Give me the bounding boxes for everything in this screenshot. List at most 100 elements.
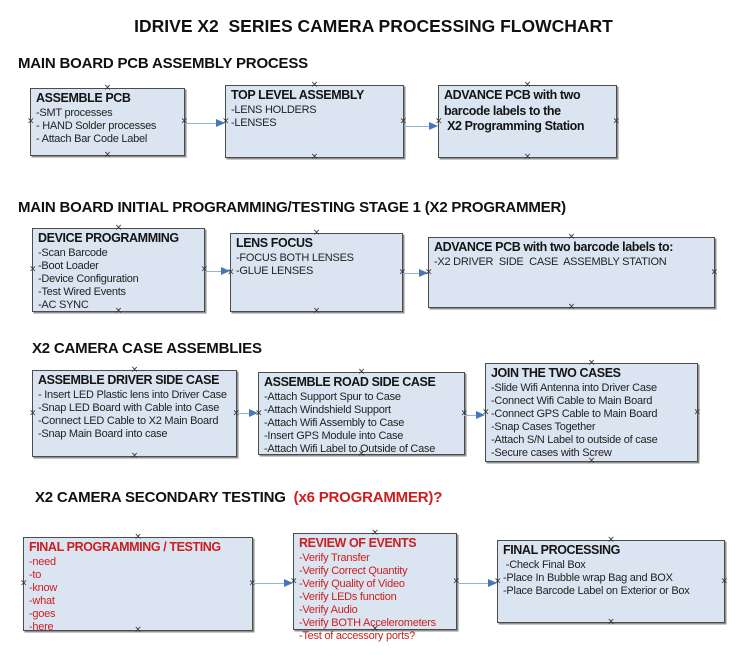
box-item: -X2 DRIVER SIDE CASE ASSEMBLY STATION [434,256,667,268]
box-item: -goes [29,608,56,620]
box-item: -Scan Barcode [38,247,108,259]
box-item: -Attach Support Spur to Case [264,391,401,403]
box-item: -Attach Wifi Assembly to Case [264,417,405,429]
box-item: -Device Configuration [38,273,139,285]
box-item: -Slide Wifi Antenna into Driver Case [491,382,657,394]
connection-anchor-x-mark: × [130,451,139,461]
flow-box-lens-focus[interactable]: LENS FOCUS -FOCUS BOTH LENSES-GLUE LENSE… [227,229,406,316]
box-item: -Verify Quality of Video [299,578,405,590]
connection-anchor-x-mark: × [29,408,37,418]
flow-box-top-level-assembly[interactable]: TOP LEVEL ASSEMBLY -LENS HOLDERS-LENSES … [222,81,407,162]
box-item: -Connect LED Cable to X2 Main Board [38,415,219,427]
box-item: -Verify BOTH Accelerometers [299,617,436,629]
flow-box-final-programming-testing[interactable]: FINAL PROGRAMMING / TESTING -need-to-kno… [20,533,256,635]
arrow-shaft [403,272,422,275]
flow-arrow[interactable] [253,579,293,588]
box-lines: -FOCUS BOTH LENSES-GLUE LENSES [236,252,397,278]
box-item: -GLUE LENSES [236,265,314,277]
section-heading-red-text: (x6 PROGRAMMER)? [289,489,443,506]
box-item: -what [29,595,55,607]
connection-anchor-x-mark: × [29,264,37,275]
flow-box-advance-pcb-driver-side-station[interactable]: ADVANCE PCB with two barcode labels to: … [425,233,718,312]
box-item: -to [29,569,42,581]
flow-arrow[interactable] [404,122,438,131]
flow-box-assemble-pcb[interactable]: ASSEMBLE PCB -SMT processes- HAND Solder… [27,84,188,160]
box-lines: barcode labels to the X2 Programming Sta… [444,104,611,134]
connection-anchor-x-mark: × [523,152,532,162]
box-lines: -Verify Transfer-Verify Correct Quantity… [299,552,451,643]
box-item: -Snap Cases Together [491,421,596,433]
connection-anchor-x-mark: × [20,578,28,589]
box-title: DEVICE PROGRAMMING [38,231,179,245]
box-lines: - Insert LED Plastic lens into Driver Ca… [38,389,231,441]
box-lines: -need-to-know-what-goes-here [29,556,247,634]
flow-box-join-the-two-cases[interactable]: JOIN THE TWO CASES -Slide Wifi Antenna i… [482,359,701,466]
box-item: -Connect Wifi Cable to Main Board [491,395,653,407]
section-heading-text: X2 CAMERA SECONDARY TESTING [35,489,290,506]
arrowhead-icon [476,411,485,419]
box-item: -need [29,556,56,568]
section-heading-text: X2 CAMERA CASE ASSEMBLIES [32,340,262,357]
box-item: -Insert GPS Module into Case [264,430,404,442]
flow-box-review-of-events[interactable]: REVIEW OF EVENTS -Verify Transfer-Verify… [290,529,460,643]
box-title: JOIN THE TWO CASES [491,366,621,380]
box-item: -Test of accessory ports? [299,630,416,642]
box-item: - Attach Bar Code Label [36,133,148,145]
arrowhead-icon [419,269,428,277]
box-lines: -SMT processes- HAND Solder processes- A… [36,107,179,146]
page-title: IDRIVE X2 SERIES CAMERA PROCESSING FLOWC… [134,16,613,36]
section-heading-text: MAIN BOARD INITIAL PROGRAMMING/TESTING S… [18,199,566,216]
box-item: -LENS HOLDERS [231,104,317,116]
box-title: ADVANCE PCB with two barcode labels to: [434,240,674,254]
arrowhead-icon [221,267,230,275]
arrow-shaft [237,412,252,415]
box-item: - Insert LED Plastic lens into Driver Ca… [38,389,227,401]
box-title: REVIEW OF EVENTS [299,536,417,550]
flow-arrow[interactable] [185,119,225,128]
section-heading-secondary-testing: X2 CAMERA SECONDARY TESTING (x6 PROGRAMM… [35,489,442,506]
box-item: -Boot Loader [38,260,99,272]
box-item: -Secure cases with Screw [491,447,612,459]
connection-anchor-x-mark: × [607,617,615,627]
box-lines: -Scan Barcode-Boot Loader-Device Configu… [38,247,199,312]
box-lines: -Slide Wifi Antenna into Driver Case-Con… [491,382,692,460]
flow-arrow[interactable] [464,411,485,420]
box-lines: -X2 DRIVER SIDE CASE ASSEMBLY STATION [434,256,709,269]
box-item: -SMT processes [36,107,113,119]
box-item: -Place In Bubble wrap Bag and BOX [503,572,673,584]
section-heading-text: MAIN BOARD PCB ASSEMBLY PROCESS [18,55,308,72]
arrowhead-icon [429,122,438,130]
arrow-shaft [253,582,287,585]
connection-anchor-x-mark: × [312,306,321,316]
box-item: X2 Programming Station [444,119,585,133]
box-title: LENS FOCUS [236,236,313,250]
box-item: -Test Wired Events [38,286,126,298]
box-item: -here [29,621,54,633]
box-item: -AC SYNC [38,299,89,311]
flow-arrow[interactable] [237,409,258,418]
flow-box-assemble-driver-side-case[interactable]: ASSEMBLE DRIVER SIDE CASE - Insert LED P… [29,366,240,461]
connection-anchor-x-mark: × [103,150,112,160]
flow-box-advance-pcb-programming-station[interactable]: ADVANCE PCB with two barcode labels to t… [435,81,620,162]
box-title: ASSEMBLE ROAD SIDE CASE [264,375,436,389]
flow-box-assemble-road-side-case[interactable]: ASSEMBLE ROAD SIDE CASE -Attach Support … [255,368,468,459]
flow-box-final-processing[interactable]: FINAL PROCESSING -Check Final Box-Place … [494,536,728,627]
box-item: -Check Final Box [503,559,586,571]
box-item: -Connect GPS Cable to Main Board [491,408,658,420]
flow-arrow[interactable] [403,269,428,278]
connection-anchor-x-mark: × [693,407,701,417]
arrow-shaft [404,125,432,128]
flow-arrow[interactable] [205,267,230,276]
connection-anchor-x-mark: × [27,116,35,127]
box-title: FINAL PROCESSING [503,543,620,557]
flow-box-device-programming[interactable]: DEVICE PROGRAMMING -Scan Barcode-Boot Lo… [29,224,208,316]
box-item: -FOCUS BOTH LENSES [236,252,354,264]
connection-anchor-x-mark: × [612,116,620,126]
box-item: barcode labels to the [444,104,561,118]
section-heading-pcb-assembly: MAIN BOARD PCB ASSEMBLY PROCESS [18,55,308,72]
box-lines: -Attach Support Spur to Case-Attach Wind… [264,391,459,456]
flow-arrow[interactable] [457,579,497,588]
box-item: -Verify Transfer [299,552,370,564]
section-heading-initial-programming: MAIN BOARD INITIAL PROGRAMMING/TESTING S… [18,199,566,216]
arrow-shaft [205,270,224,273]
